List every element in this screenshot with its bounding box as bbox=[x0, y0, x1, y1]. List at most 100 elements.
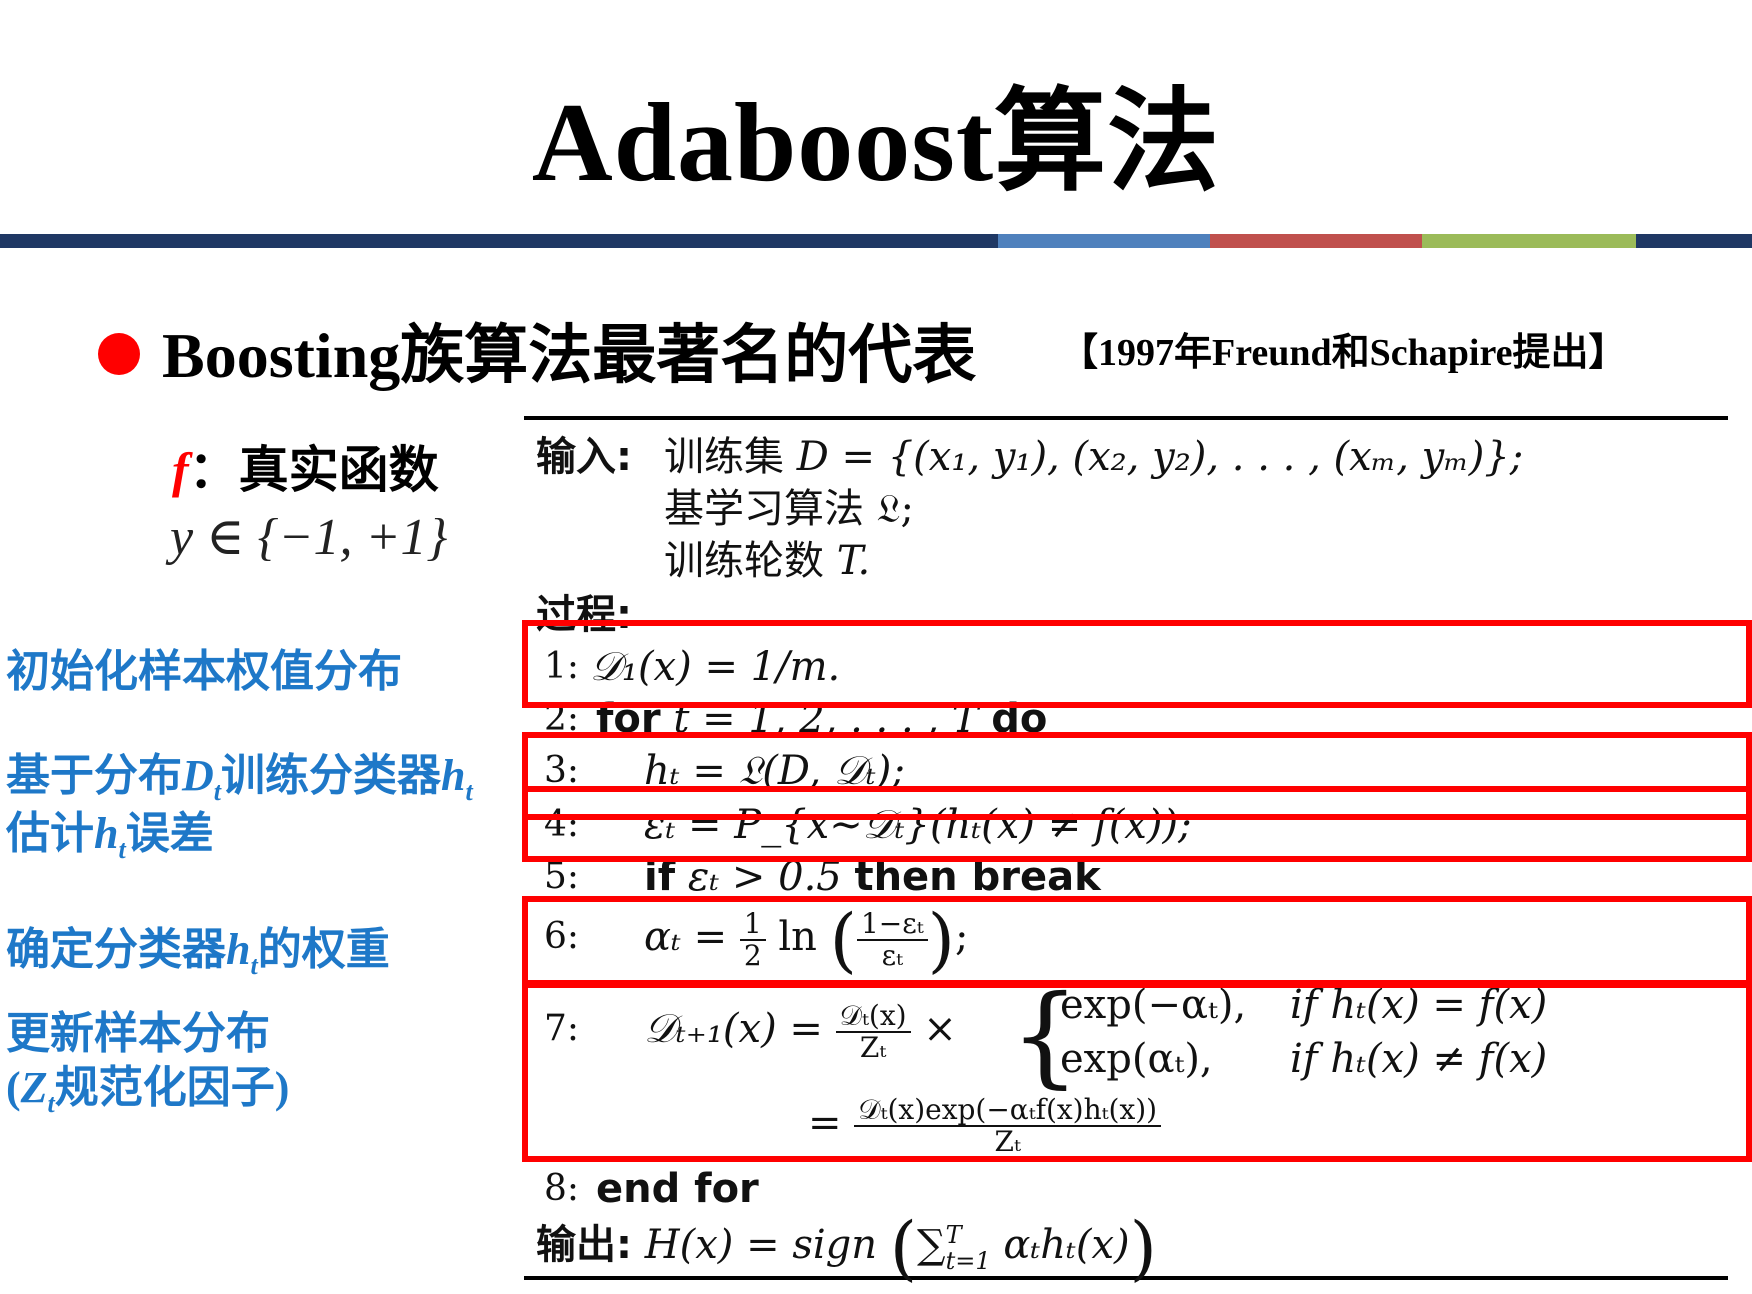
step-4-body: εₜ = P_{x∼𝒟ₜ}(hₜ(x) ≠ f(x)); bbox=[644, 800, 1192, 850]
stripe-segment-2 bbox=[998, 234, 1210, 248]
input-label: 输入: bbox=[536, 434, 632, 480]
algorithm-top-rule bbox=[524, 416, 1728, 420]
annotation-weight-h-sub: t bbox=[250, 950, 258, 980]
step-5-number: 5: bbox=[544, 856, 580, 897]
annotation-normalize-open: ( bbox=[6, 1063, 21, 1112]
step-7-lhs: 𝒟ₜ₊₁(x) = bbox=[644, 1006, 823, 1052]
annotation-error-pre: 估计 bbox=[6, 809, 94, 858]
step-7-den: Zₜ bbox=[859, 1031, 887, 1064]
step-8-body: end for bbox=[596, 1164, 759, 1214]
step-1-body: 𝒟₁(x) = 1/m. bbox=[590, 642, 840, 692]
annotation-weight: 确定分类器ht的权重 bbox=[6, 922, 390, 994]
annotation-error-h: h bbox=[94, 809, 119, 858]
annotation-train-h-sub: t bbox=[465, 776, 473, 806]
annotation-update: 更新样本分布 bbox=[6, 1009, 270, 1058]
highlight-box-error bbox=[522, 786, 1752, 862]
highlight-box-init bbox=[522, 620, 1752, 708]
annotation-error-h-sub: t bbox=[118, 834, 126, 864]
step-7-brace-icon: { bbox=[1010, 971, 1080, 1099]
annotation-train-pre: 基于分布 bbox=[6, 751, 182, 800]
annotation-normalize-z-sub: t bbox=[47, 1088, 55, 1118]
bullet-note: 【1997年Freund和Schapire提出】 bbox=[1060, 332, 1627, 374]
annotation-init: 初始化样本权值分布 bbox=[6, 647, 402, 696]
annotation-train-mid: 训练分类器 bbox=[221, 751, 442, 800]
step-6-half-num: 1 bbox=[739, 909, 766, 941]
output-tail: αₜhₜ(x) bbox=[1003, 1222, 1130, 1268]
bullet-heading: Boosting族算法最著名的代表 bbox=[162, 320, 977, 391]
step-8-keyword: end for bbox=[596, 1166, 759, 1212]
annotation-weight-h: h bbox=[226, 925, 251, 974]
input-2-cjk: 基学习算法 bbox=[664, 486, 864, 532]
step-8-number: 8: bbox=[544, 1168, 580, 1209]
highlight-box-weight bbox=[522, 896, 1752, 988]
step-6-lhs: αₜ = bbox=[644, 914, 728, 960]
f-description: ：真实函数 bbox=[188, 442, 439, 498]
annotation-normalize-z: Z bbox=[20, 1063, 48, 1112]
algorithm-process-label: 过程: bbox=[536, 590, 632, 640]
step-7-num2: 𝒟ₜ(x)exp(−αₜf(x)hₜ(x)) bbox=[854, 1095, 1162, 1127]
label-domain: y ∈ {−1, +1} bbox=[170, 509, 448, 566]
output-label: 输出: bbox=[536, 1222, 632, 1268]
annotation-error: 估计ht误差 bbox=[6, 806, 214, 878]
algorithm-input-line-3: 训练轮数 T. bbox=[664, 536, 870, 586]
step-1-number: 1: bbox=[544, 646, 580, 687]
step-7-second-fraction: 𝒟ₜ(x)exp(−αₜf(x)hₜ(x))Zₜ bbox=[854, 1095, 1162, 1158]
slide-title: Adaboost算法 bbox=[531, 81, 1221, 205]
annotation-normalize-post: 规范化因子) bbox=[54, 1063, 290, 1112]
output-right-paren: ) bbox=[1129, 1207, 1157, 1289]
annotation-train-h: h bbox=[441, 751, 466, 800]
step-7-case-2-value: exp(αₜ), bbox=[1060, 1036, 1213, 1082]
step-7-num: 𝒟ₜ(x) bbox=[835, 1001, 911, 1033]
algorithm-input-label: 输入: bbox=[536, 432, 632, 482]
step-3-number: 3: bbox=[544, 750, 580, 791]
header-divider-stripe bbox=[0, 234, 1752, 248]
stripe-segment-5 bbox=[1636, 234, 1752, 248]
highlight-box-train bbox=[522, 732, 1752, 820]
output-math: H(x) = sign bbox=[644, 1222, 878, 1268]
f-symbol: f bbox=[172, 442, 189, 498]
step-6-half-den: 2 bbox=[743, 939, 762, 972]
highlight-box-update bbox=[522, 980, 1752, 1162]
step-7-cond-2-text: if hₜ(x) ≠ f(x) bbox=[1290, 1036, 1548, 1082]
stripe-segment-4 bbox=[1422, 234, 1636, 248]
algorithm-bottom-rule bbox=[524, 1276, 1728, 1280]
annotation-train: 基于分布Dt训练分类器ht bbox=[6, 748, 473, 820]
stripe-segment-3 bbox=[1210, 234, 1422, 248]
output-sum-sup: T bbox=[945, 1221, 962, 1249]
annotation-weight-post: 的权重 bbox=[257, 925, 390, 974]
algorithm-input-line-2: 基学习算法 𝔏; bbox=[664, 484, 914, 534]
step-4-text: εₜ = P_{x∼𝒟ₜ}(hₜ(x) ≠ f(x)); bbox=[644, 802, 1192, 848]
step-7-fraction: 𝒟ₜ(x)Zₜ bbox=[835, 1001, 911, 1064]
step-7-case-2: exp(αₜ), bbox=[1060, 1034, 1213, 1084]
step-6-left-paren: ( bbox=[829, 899, 857, 981]
input-1-cjk: 训练集 bbox=[664, 434, 784, 480]
stripe-segment-1 bbox=[0, 234, 998, 248]
step-6-ratio-num: 1−εₜ bbox=[856, 909, 928, 941]
annotation-error-post: 误差 bbox=[125, 809, 214, 858]
step-7-times: × bbox=[923, 1006, 957, 1052]
step-7-second-line: = 𝒟ₜ(x)exp(−αₜf(x)hₜ(x))Zₜ bbox=[808, 1090, 1162, 1158]
step-7-cond-2: if hₜ(x) ≠ f(x) bbox=[1290, 1034, 1547, 1084]
step-7-case-1: exp(−αₜ), bbox=[1060, 980, 1246, 1030]
input-2-math: 𝔏; bbox=[876, 486, 914, 532]
algorithm-input-line-1: 训练集 D = {(x₁, y₁), (x₂, y₂), . . . , (xₘ… bbox=[664, 432, 1523, 482]
annotation-train-d-sub: t bbox=[213, 776, 222, 806]
output-sum-symbol: ∑ bbox=[917, 1222, 946, 1268]
step-7-body: 𝒟ₜ₊₁(x) = 𝒟ₜ(x)Zₜ × bbox=[644, 996, 957, 1063]
output-left-paren: ( bbox=[889, 1207, 918, 1289]
true-function-definition: f：真实函数 bbox=[172, 440, 439, 500]
step-6-tail: ; bbox=[954, 914, 969, 960]
process-label: 过程: bbox=[536, 592, 632, 638]
step-7-case-1-value: exp(−αₜ), bbox=[1060, 982, 1247, 1028]
step-7-cond-1-text: if hₜ(x) = f(x) bbox=[1290, 982, 1548, 1028]
step-7-den2: Zₜ bbox=[994, 1125, 1021, 1158]
step-6-number: 6: bbox=[544, 916, 580, 957]
input-3-math: T. bbox=[836, 538, 871, 584]
annotation-normalize: (Zt规范化因子) bbox=[6, 1060, 289, 1132]
bullet-dot-icon bbox=[98, 333, 140, 375]
output-sum-sub: t=1 bbox=[945, 1247, 991, 1275]
